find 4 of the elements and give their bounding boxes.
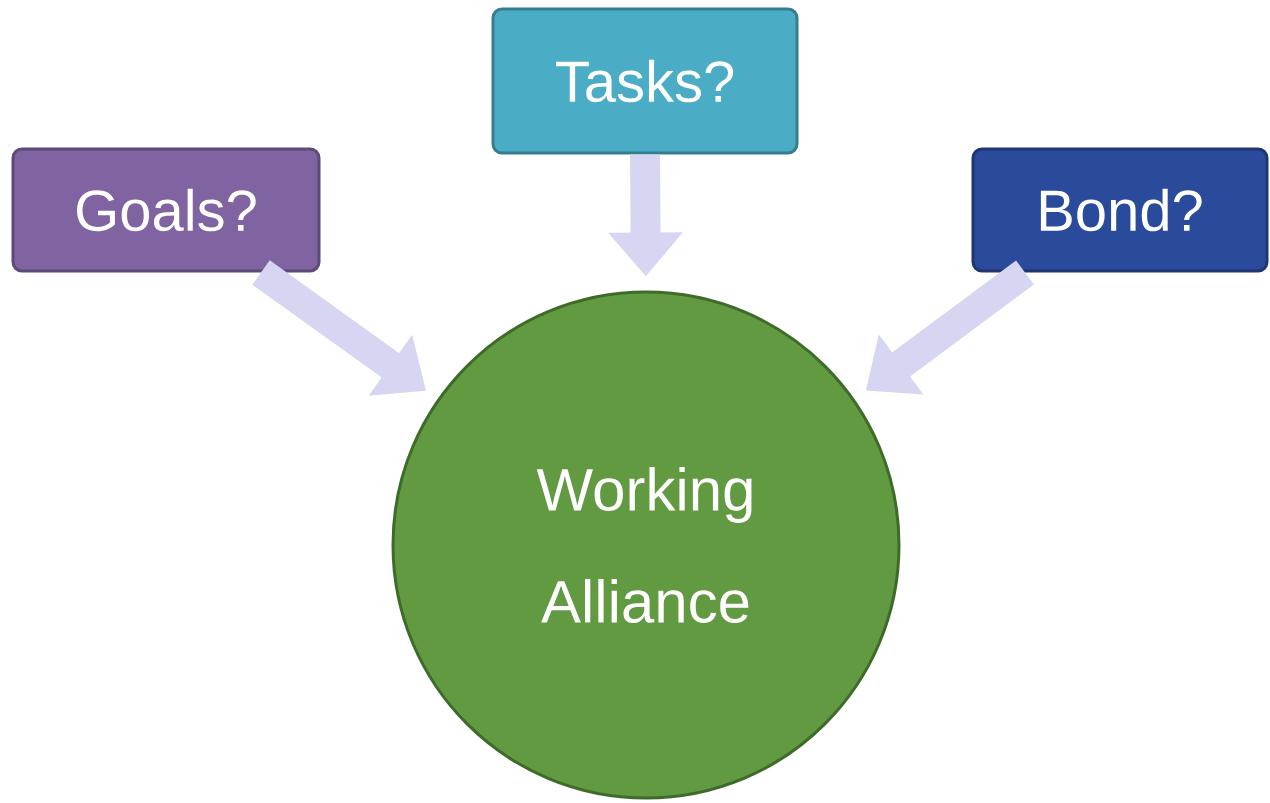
rounded-box: Tasks? [491, 7, 799, 155]
circle-node: Working Alliance [391, 290, 901, 800]
rounded-box: Bond? [971, 147, 1269, 273]
rounded-box: Goals? [11, 147, 321, 273]
